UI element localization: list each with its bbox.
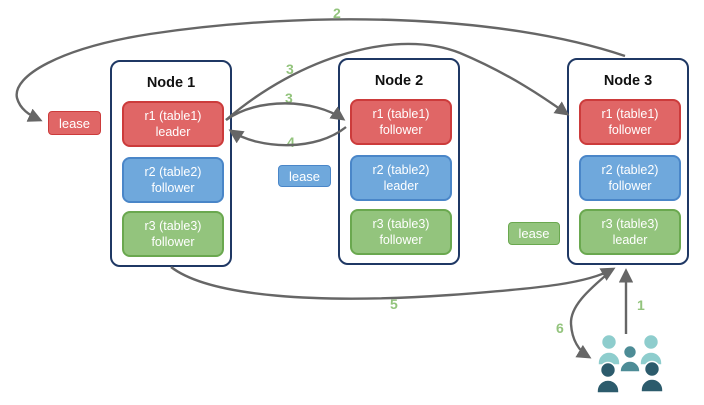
step-number-4: 4 [287, 134, 295, 150]
replica-role: leader [383, 179, 419, 193]
node-2-title: Node 2 [374, 73, 424, 89]
replica-role: leader [155, 125, 191, 139]
replica-role: follower [608, 123, 652, 137]
step-number-3a: 3 [286, 61, 294, 77]
replica-name: r1 (table1) [144, 109, 202, 123]
replica-name: r3 (table3) [601, 217, 659, 231]
replica-name: r2 (table2) [372, 163, 430, 177]
node-1-replica-r1: r1 (table1) leader [122, 101, 224, 147]
replica-name: r2 (table2) [144, 165, 202, 179]
users-group-icon [596, 333, 664, 394]
node-2-replica-r2: r2 (table2) leader [350, 155, 452, 201]
arrow-2-node3-to-lease [15, 18, 626, 122]
node-3-replica-r2: r2 (table2) follower [579, 155, 681, 201]
node-2-replica-r3: r3 (table3) follower [350, 209, 452, 255]
replica-role: follower [379, 123, 423, 137]
replica-name: r3 (table3) [372, 217, 430, 231]
replica-name: r1 (table1) [601, 107, 659, 121]
lease-label-blue: lease [278, 165, 331, 187]
replica-role: follower [379, 233, 423, 247]
replica-role: follower [151, 235, 195, 249]
replica-role: follower [608, 179, 652, 193]
arrow-5-node1-to-node3 [170, 266, 616, 300]
node-1-replica-r3: r3 (table3) follower [122, 211, 224, 257]
lease-label-red: lease [48, 111, 101, 135]
node-3-title: Node 3 [603, 73, 653, 89]
replica-name: r2 (table2) [601, 163, 659, 177]
replica-name: r1 (table1) [372, 107, 430, 121]
node-1-title: Node 1 [146, 75, 196, 91]
replica-role: leader [612, 233, 648, 247]
step-number-3b: 3 [285, 90, 293, 106]
node-3: Node 3 r1 (table1) follower r2 (table2) … [567, 58, 689, 265]
step-number-6: 6 [556, 320, 564, 336]
node-2-replica-r1: r1 (table1) follower [350, 99, 452, 145]
step-number-5: 5 [390, 296, 398, 312]
step-number-2: 2 [333, 5, 341, 21]
replica-role: follower [151, 181, 195, 195]
node-1: Node 1 r1 (table1) leader r2 (table2) fo… [110, 60, 232, 267]
node-3-replica-r1: r1 (table1) follower [579, 99, 681, 145]
node-2: Node 2 r1 (table1) follower r2 (table2) … [338, 58, 460, 265]
replica-name: r3 (table3) [144, 219, 202, 233]
arrow-6-node3-to-users [569, 270, 612, 359]
lease-label-green: lease [508, 222, 560, 245]
node-1-replica-r2: r2 (table2) follower [122, 157, 224, 203]
step-number-1: 1 [637, 297, 645, 313]
node-3-replica-r3: r3 (table3) leader [579, 209, 681, 255]
